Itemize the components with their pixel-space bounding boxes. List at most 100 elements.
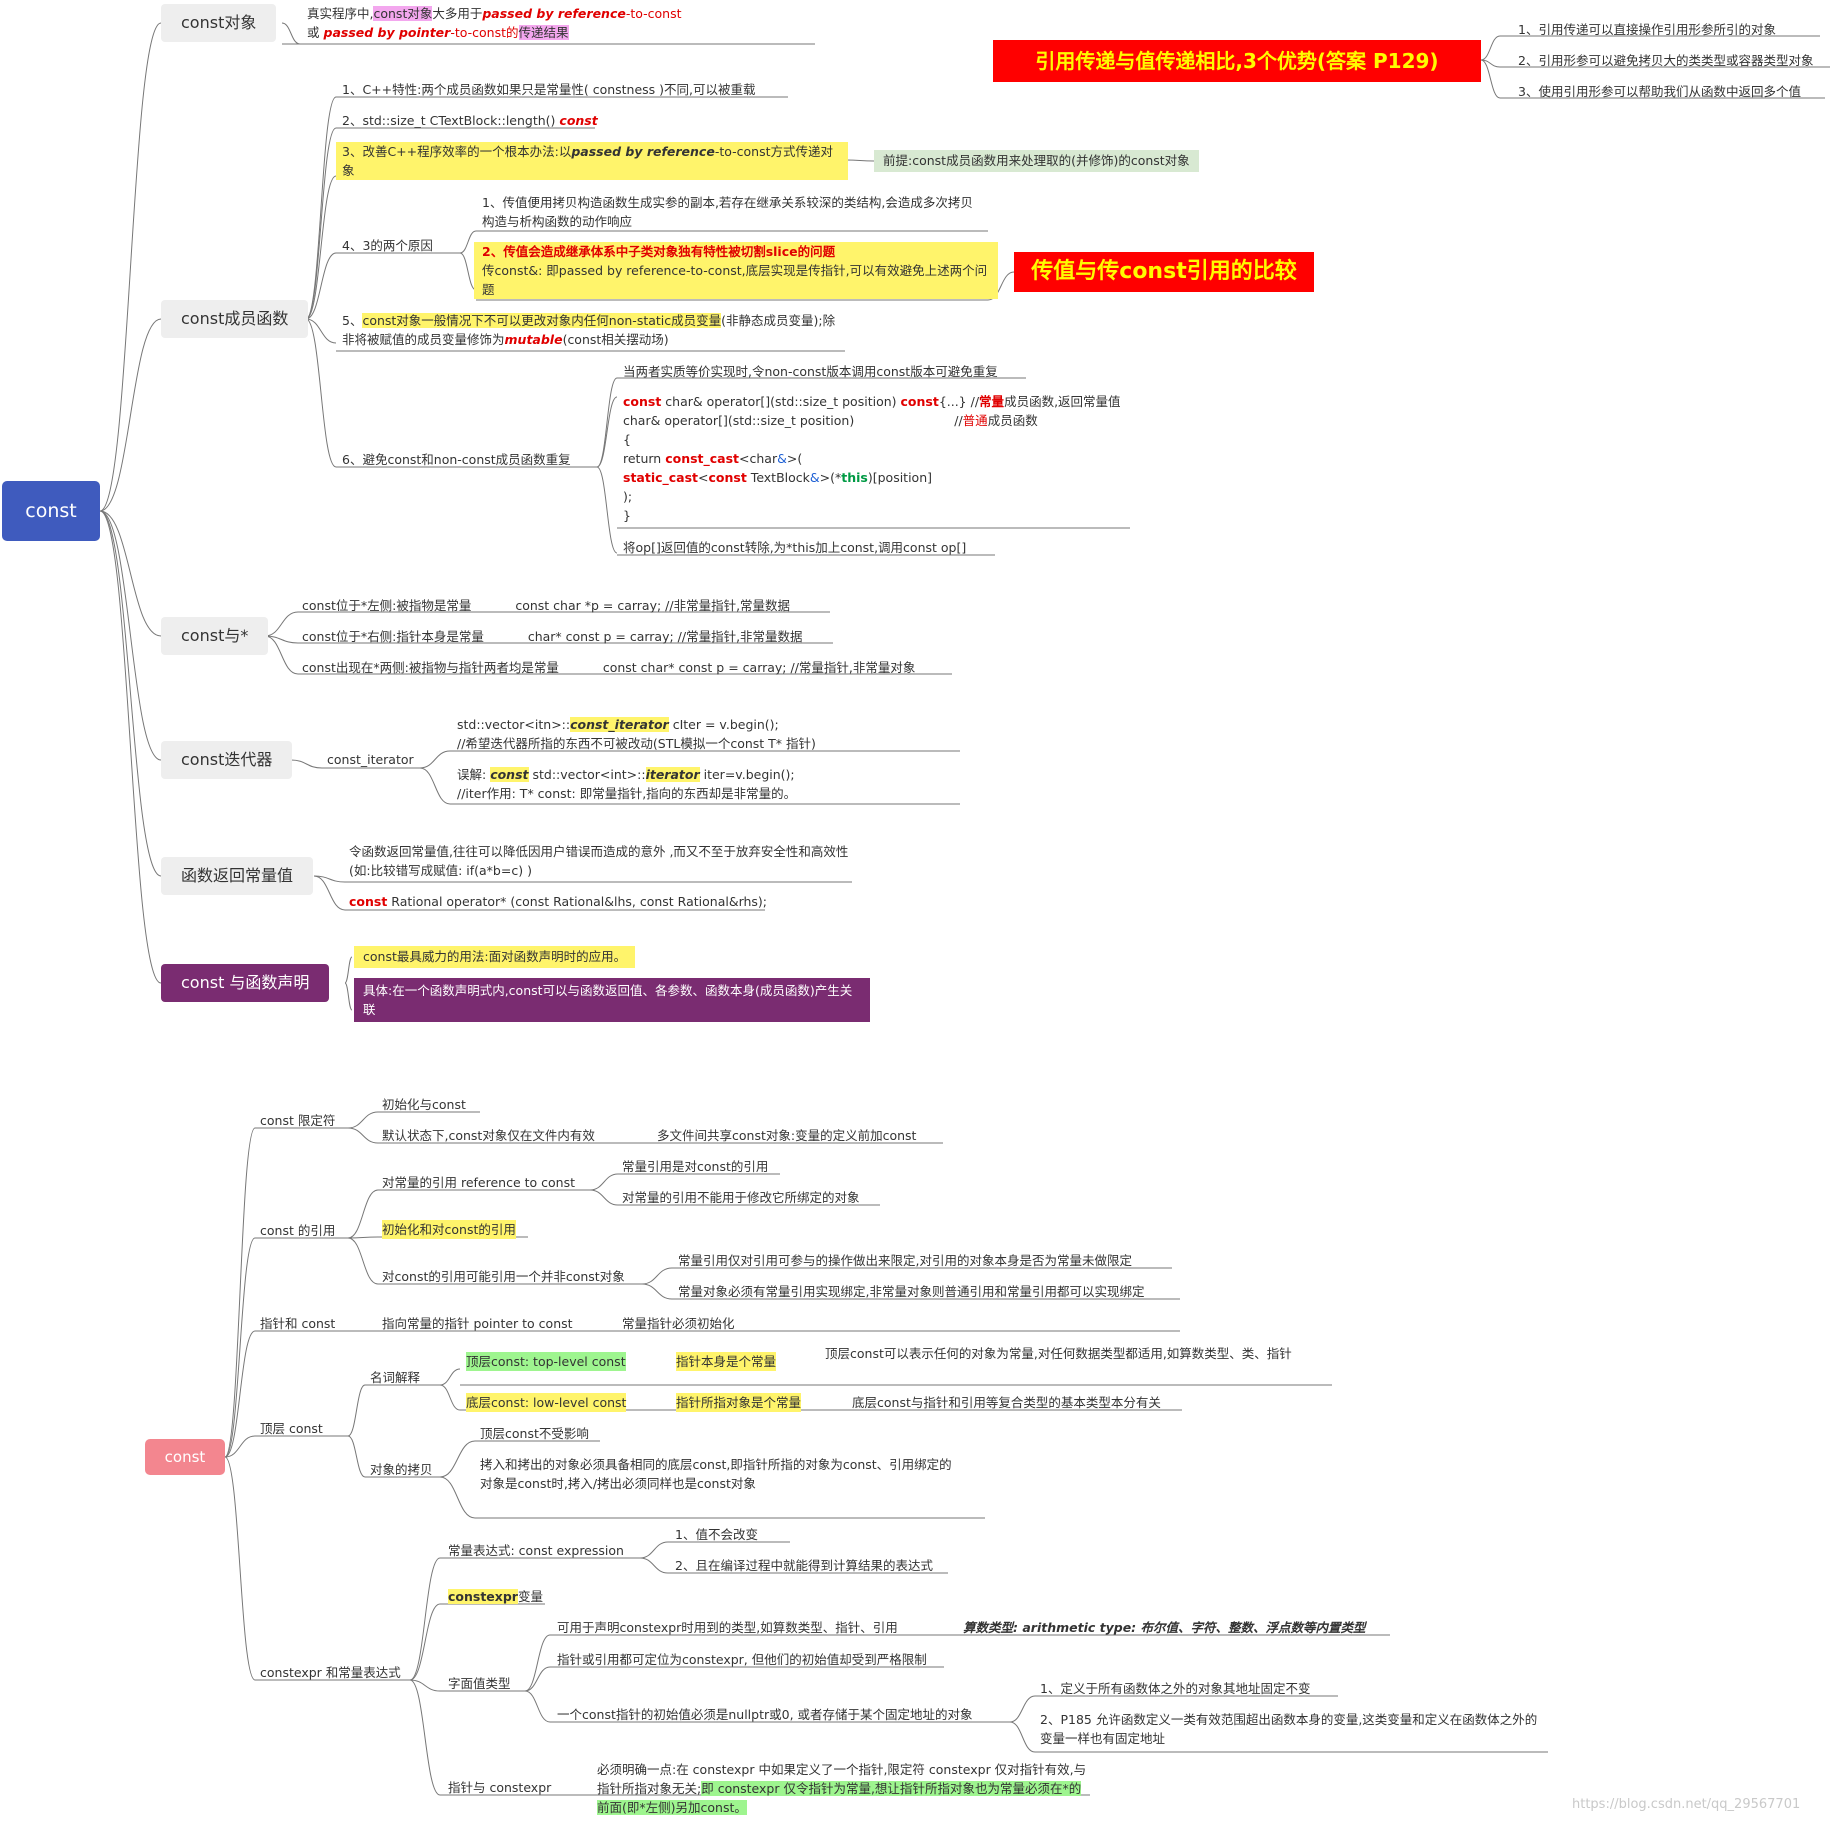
- b-pointer-b: 常量指针必须初始化: [622, 1316, 735, 1331]
- b-pointer-a: 指向常量的指针 pointer to const: [382, 1316, 573, 1331]
- connector: [99, 510, 162, 637]
- connector: [347, 1237, 379, 1285]
- connector: [347, 1111, 379, 1129]
- connector: [313, 875, 346, 911]
- b-top: 顶层 const: [260, 1421, 323, 1436]
- iter-sub: const_iterator: [327, 752, 414, 767]
- connector: [419, 767, 451, 805]
- connector: [409, 1557, 441, 1681]
- advantage-item-1: 1、引用传递可以直接操作引用形参所引的对象: [1518, 22, 1776, 37]
- branch-const-function-decl[interactable]: const 与函数声明: [161, 964, 330, 1002]
- connector: [305, 318, 337, 468]
- mf-item-2: 2、std::size_t CTextBlock::length() const: [342, 113, 598, 128]
- connector: [224, 1330, 256, 1458]
- connector: [439, 1384, 461, 1411]
- b-ce-l1: 可用于声明constexpr时用到的类型,如算数类型、指针、引用: [557, 1620, 898, 1635]
- mf-item-4: 4、3的两个原因: [342, 238, 433, 253]
- mf-item-1: 1、C++特性:两个成员函数如果只是常量性( constness )不同,可以被…: [342, 82, 756, 97]
- connector: [1480, 59, 1501, 99]
- b-ref-c: 对const的引用可能引用一个并非const对象: [382, 1269, 625, 1284]
- b-top-cp1: 顶层const不受影响: [480, 1426, 589, 1441]
- connector: [281, 22, 301, 45]
- branch-const-pointer[interactable]: const与*: [161, 617, 269, 655]
- connector: [409, 1603, 441, 1681]
- b-pointer: 指针和 const: [260, 1316, 336, 1331]
- connector: [305, 252, 337, 320]
- compare-title: 传值与传const引用的比较: [1014, 252, 1314, 292]
- b-ce-e1: 1、值不会改变: [675, 1527, 758, 1542]
- connector: [419, 750, 451, 769]
- b-qualifier-c: 多文件间共享const对象:变量的定义前加const: [657, 1128, 917, 1143]
- b-ref: const 的引用: [260, 1223, 336, 1238]
- b-ce-l1b: 算数类型: arithmetic type: 布尔值、字符、整数、浮点数等内置类…: [963, 1620, 1366, 1635]
- connector: [524, 1634, 551, 1692]
- branch-const-member-function[interactable]: const成员函数: [161, 300, 309, 338]
- mf-premise: 前提:const成员函数用来处理取的(并修饰)的const对象: [874, 150, 1199, 172]
- connector: [264, 635, 299, 675]
- connector: [524, 1690, 551, 1723]
- b-top-t1: 顶层const: top-level const: [466, 1352, 626, 1371]
- b-ref-a: 对常量的引用 reference to const: [382, 1175, 576, 1190]
- connector: [439, 1476, 476, 1519]
- decl-text-1: const最具威力的用法:面对函数声明时的应用。: [354, 946, 636, 968]
- mf-6-note-3: 将op[]返回值的const转除,为*this加上const,调用const o…: [623, 540, 967, 555]
- connector: [987, 271, 1015, 301]
- ret-text-1: 令函数返回常量值,往往可以降低因用户错误而造成的意外 ,而又不至于放弃安全性和高…: [349, 844, 849, 878]
- connector: [347, 1189, 379, 1239]
- connector: [305, 127, 337, 320]
- connector: [264, 611, 299, 637]
- connector: [305, 175, 337, 320]
- root-const-bottom[interactable]: const: [145, 1439, 225, 1475]
- b-top-cp2: 拷入和拷出的对象必须具备相同的底层const,即指针所指的对象为const、引用…: [480, 1457, 952, 1491]
- connector: [344, 956, 353, 984]
- connector: [409, 1679, 441, 1692]
- connector: [459, 230, 477, 254]
- advantage-item-2: 2、引用形参可以避免拷贝大的类类型或容器类型对象: [1518, 53, 1814, 68]
- b-ref-b: 初始化和对const的引用: [382, 1220, 516, 1239]
- root-const-top[interactable]: const: [2, 481, 100, 541]
- b-ce-e: 常量表达式: const expression: [448, 1543, 624, 1558]
- connector: [1009, 1721, 1036, 1753]
- b-ref-c2: 常量对象必须有常量引用实现绑定,非常量对象则普通引用和常量引用都可以实现绑定: [678, 1284, 1145, 1299]
- connector: [99, 510, 162, 761]
- branch-const-iterator[interactable]: const迭代器: [161, 741, 293, 779]
- connector: [99, 510, 162, 877]
- connector: [347, 1127, 379, 1144]
- mf-item-3: 3、改善C++程序效率的一个根本办法:以passed by reference-…: [336, 142, 848, 180]
- connector: [596, 377, 618, 468]
- b-ce-e2: 2、且在编译过程中就能得到计算结果的表达式: [675, 1558, 933, 1573]
- connector: [99, 318, 162, 512]
- branch-const-object[interactable]: const对象: [161, 4, 277, 42]
- connector: [1480, 35, 1501, 61]
- b-ce-l3a: 1、定义于所有函数体之外的对象其地址固定不变: [1040, 1681, 1311, 1696]
- connector: [596, 396, 618, 468]
- const-object-text: 真实程序中,const对象大多用于passed by reference-to-…: [307, 6, 682, 40]
- b-ce-lit: 字面值类型: [448, 1676, 511, 1691]
- connector: [589, 1173, 619, 1191]
- connector: [641, 1267, 673, 1285]
- b-constexpr: constexpr 和常量表达式: [260, 1665, 401, 1680]
- mf-item-5: 5、const对象一般情况下不可以更改对象内任何non-static成员变量(非…: [342, 313, 836, 347]
- connector: [224, 1237, 256, 1458]
- watermark: https://blog.csdn.net/qq_29567701: [1572, 1797, 1801, 1812]
- connector: [639, 1557, 669, 1574]
- b-ce-l3: 一个const指针的初始值必须是nullptr或0, 或者存储于某个固定地址的对…: [557, 1707, 973, 1722]
- b-top-t2b: 指针所指对象是个常量: [676, 1393, 802, 1412]
- advantage-item-3: 3、使用引用形参可以帮助我们从函数中返回多个值: [1518, 84, 1801, 99]
- mf-item-4-reason-2: 2、传值会造成继承体系中子类对象独有特性被切割slice的问题传const&: …: [474, 242, 998, 299]
- connector: [344, 982, 353, 1011]
- b-ce-pc: 指针与 constexpr: [448, 1780, 552, 1795]
- b-ce-v: constexpr变量: [448, 1589, 543, 1604]
- connector: [224, 1456, 256, 1681]
- connector: [99, 22, 162, 512]
- b-top-t2: 底层const: low-level const: [466, 1393, 627, 1412]
- connector: [224, 1435, 256, 1458]
- connector: [224, 1127, 256, 1458]
- connector: [347, 1435, 366, 1478]
- connector: [290, 759, 323, 769]
- b-ref-c1: 常量引用仅对引用可参与的操作做出来限定,对引用的对象本身是否为常量未做限定: [678, 1253, 1132, 1268]
- branch-return-const[interactable]: 函数返回常量值: [161, 857, 314, 895]
